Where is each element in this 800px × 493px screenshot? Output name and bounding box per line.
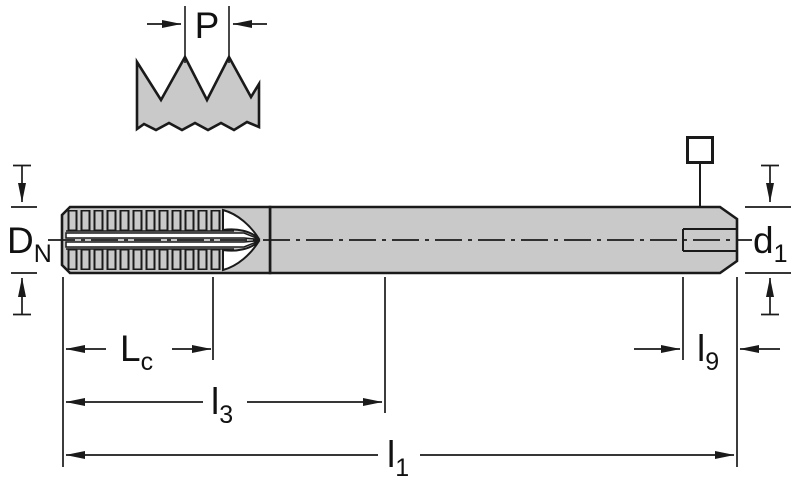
thread-length-label: Lc xyxy=(120,328,153,376)
dimensions: DN d1 Lc l9 xyxy=(7,164,791,482)
dimension-nominal-diameter: DN xyxy=(7,164,52,316)
nominal-diameter-label: DN xyxy=(7,220,52,268)
shank-diameter-label: d1 xyxy=(753,220,787,268)
l3-label: l3 xyxy=(211,381,233,429)
tap-body xyxy=(48,136,752,275)
thread-teeth-top xyxy=(66,210,223,231)
pitch-label: P xyxy=(195,5,220,46)
flute-cusp-top xyxy=(222,208,260,240)
dimension-thread-length: Lc xyxy=(65,328,212,376)
thread-teeth-bottom xyxy=(66,249,223,270)
dimension-l3: l3 xyxy=(65,381,383,429)
square-length-label: l9 xyxy=(697,328,719,376)
flute-lower xyxy=(65,239,261,248)
square-symbol xyxy=(686,136,714,164)
flute-upper xyxy=(65,232,261,241)
dimension-overall-length: l1 xyxy=(65,434,735,482)
pitch-detail: P xyxy=(135,5,267,132)
dimension-shank-diameter: d1 xyxy=(745,164,791,316)
flute-cusp-bottom xyxy=(222,240,260,272)
dimension-square-length: l9 xyxy=(634,328,780,376)
overall-length-label: l1 xyxy=(387,434,409,482)
thread-profile-shape xyxy=(135,54,261,132)
